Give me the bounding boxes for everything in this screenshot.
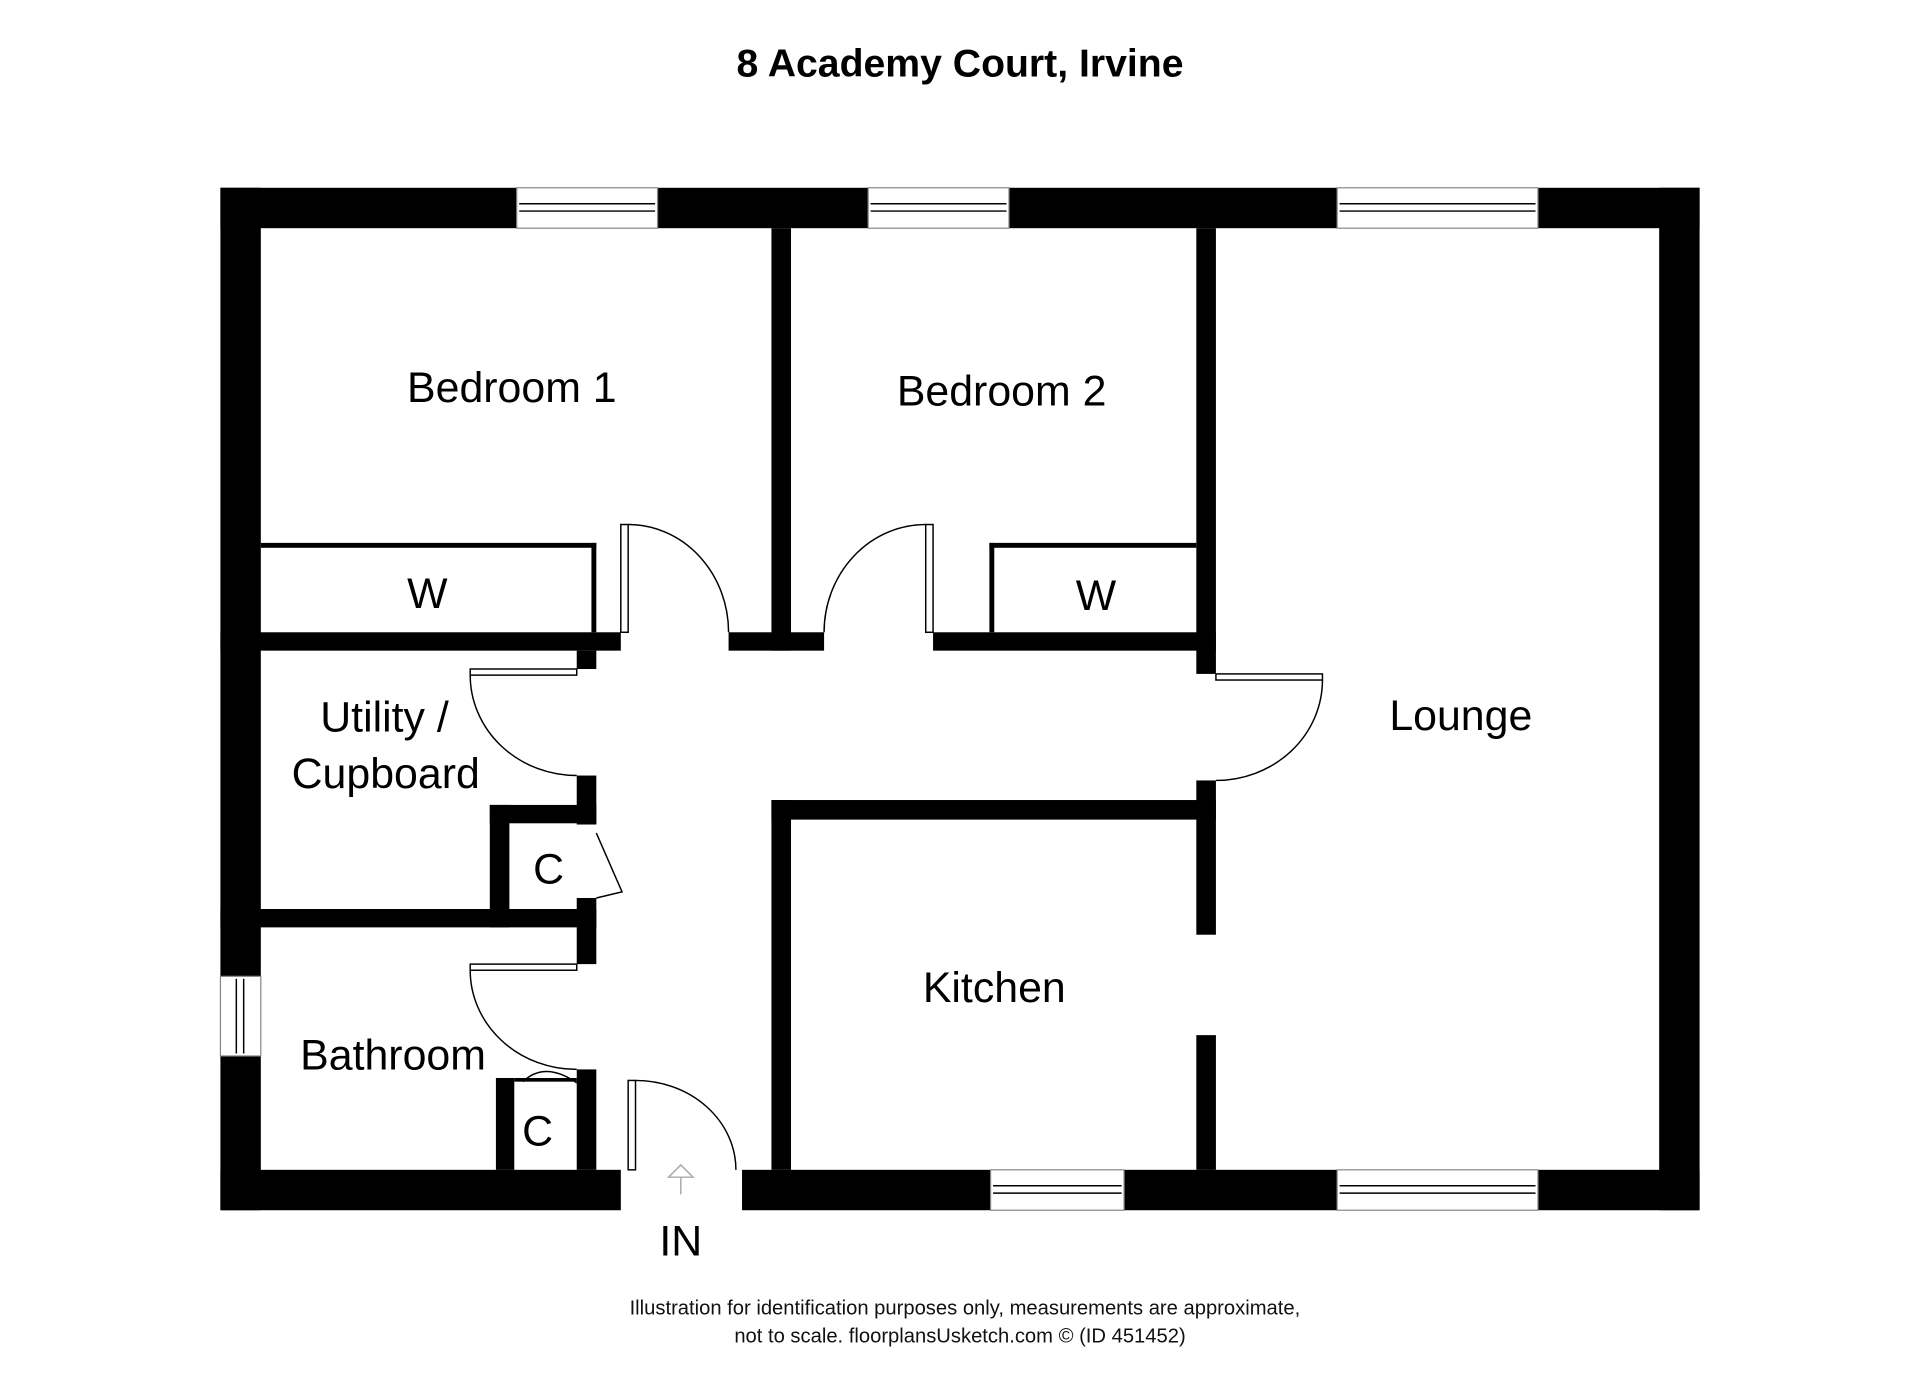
plan-title: 8 Academy Court, Irvine (737, 42, 1184, 85)
room-label-utility: Utility / (320, 693, 449, 741)
footer-disclaimer-line-2: not to scale. floorplansUsketch.com © (I… (734, 1325, 1185, 1347)
room-label-kitchen: Kitchen (923, 964, 1066, 1012)
room-label-lounge: Lounge (1389, 692, 1532, 740)
room-label-wardrobe-1: W (407, 570, 448, 618)
room-label-cupboard: Cupboard (292, 750, 480, 798)
doors (469, 523, 1324, 1171)
room-label-cupboard-c-2: C (522, 1107, 553, 1155)
windows (219, 187, 1539, 1211)
room-label-cupboard-c-1: C (533, 845, 564, 893)
room-label-bedroom-1: Bedroom 1 (407, 364, 617, 412)
footer-disclaimer-line-1: Illustration for identification purposes… (630, 1297, 1301, 1319)
room-label-bedroom-2: Bedroom 2 (897, 368, 1107, 416)
room-label-wardrobe-2: W (1076, 572, 1117, 620)
entrance-arrow-icon (666, 1163, 695, 1195)
room-label-bathroom: Bathroom (300, 1031, 486, 1079)
walls (220, 187, 1700, 1211)
entrance-label: IN (659, 1218, 702, 1266)
